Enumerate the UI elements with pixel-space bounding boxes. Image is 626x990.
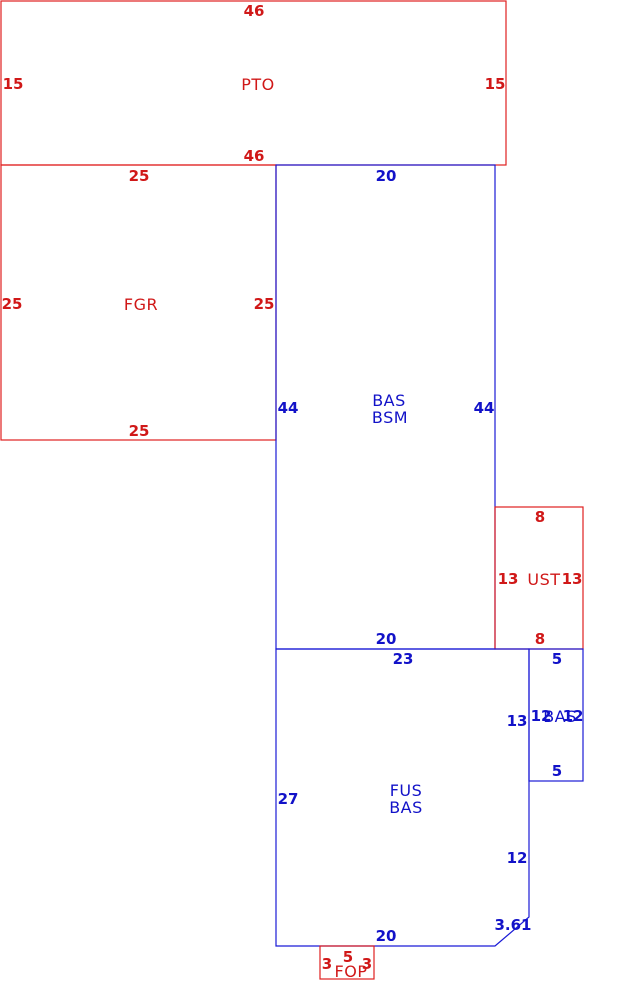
pto-right-dimension: 15 — [485, 75, 506, 93]
fus-bas-top-dimension: 23 — [393, 650, 414, 668]
fgr-label: FGR — [124, 295, 158, 314]
bas-small-bottom-dimension: 5 — [552, 762, 562, 780]
bas-bsm-left-dimension: 44 — [278, 399, 299, 417]
area-bas-bsm: 20 44 44 BAS BSM 20 — [275, 164, 496, 650]
fgr-left-dimension: 25 — [2, 295, 23, 313]
area-bas-small: 5 12 BAS 12 5 — [528, 648, 584, 782]
ust-bottom-dimension: 8 — [535, 630, 545, 648]
area-fop: 5 3 3 FOP — [319, 945, 375, 981]
bas-bsm-label-line2: BSM — [372, 408, 408, 427]
ust-right-dimension: 13 — [562, 570, 583, 588]
fus-bas-diagonal-dimension: 3.61 — [494, 916, 531, 934]
bas-small-right-dimension: 12 — [563, 707, 584, 725]
fgr-bottom-dimension: 25 — [129, 422, 150, 440]
pto-top-dimension: 46 — [244, 2, 265, 20]
bas-small-label: BAS — [543, 707, 577, 726]
ust-left-dimension: 13 — [498, 570, 519, 588]
fus-bas-left-dimension: 27 — [278, 790, 299, 808]
fus-bas-outline — [275, 648, 530, 947]
fgr-top-dimension: 25 — [129, 167, 150, 185]
bas-bsm-top-dimension: 20 — [376, 167, 397, 185]
fus-bas-right-lower-dimension: 12 — [507, 849, 528, 867]
bas-bsm-bottom-dimension: 20 — [376, 630, 397, 648]
area-fus-bas: 23 13 27 FUS BAS 12 3.61 20 — [275, 648, 532, 947]
pto-left-dimension: 15 — [3, 75, 24, 93]
fus-bas-bottom-dimension: 20 — [376, 927, 397, 945]
ust-top-dimension: 8 — [535, 508, 545, 526]
fop-right-dimension: 3 — [362, 955, 372, 973]
fop-left-dimension: 3 — [322, 955, 332, 973]
area-fgr: 25 25 25 FGR 25 — [0, 164, 277, 441]
fus-bas-label-line2: BAS — [389, 798, 423, 817]
pto-label: PTO — [241, 75, 275, 94]
bas-bsm-label-line1: BAS — [372, 391, 406, 410]
fus-bas-right-upper-dimension: 13 — [507, 712, 528, 730]
fop-label: FOP — [335, 962, 368, 981]
bas-small-top-dimension: 5 — [552, 650, 562, 668]
fop-outline — [319, 945, 375, 980]
area-ust: 8 13 UST 13 8 — [494, 506, 584, 650]
pto-bottom-dimension: 46 — [244, 147, 265, 165]
fgr-right-dimension: 25 — [254, 295, 275, 313]
area-pto: 46 15 15 PTO 46 — [0, 0, 507, 166]
bas-bsm-right-dimension: 44 — [474, 399, 495, 417]
fus-bas-label-line1: FUS — [390, 781, 423, 800]
bas-small-left-dimension: 12 — [531, 707, 552, 725]
ust-label: UST — [527, 570, 560, 589]
fop-top-dimension: 5 — [343, 948, 353, 966]
